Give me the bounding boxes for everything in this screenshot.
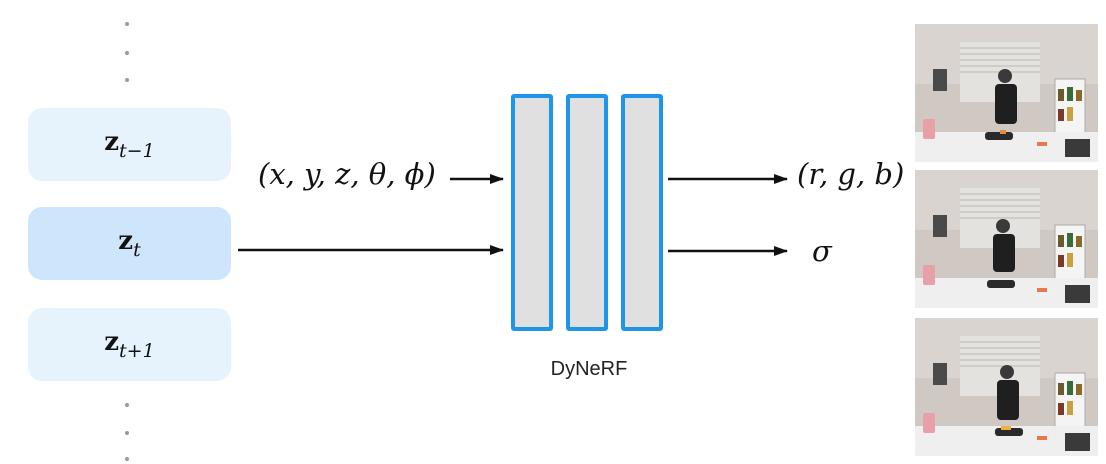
latent-code-label: zt bbox=[118, 226, 141, 261]
input-coordinates-label: (x, y, z, θ, ϕ) bbox=[258, 157, 436, 191]
ellipsis-dot-bottom-1 bbox=[125, 403, 129, 407]
latent-code-t-plus-1: zt+1 bbox=[28, 308, 231, 381]
video-frame-1 bbox=[915, 24, 1098, 162]
video-frame-2 bbox=[915, 170, 1098, 308]
kitchen-scene-image bbox=[915, 318, 1098, 456]
ellipsis-dot-top-3 bbox=[125, 78, 129, 82]
network-layer-2 bbox=[566, 94, 608, 331]
latent-code-t: zt bbox=[28, 207, 231, 280]
latent-code-label: zt+1 bbox=[104, 327, 155, 362]
latent-code-t-minus-1: zt−1 bbox=[28, 108, 231, 181]
network-layer-3 bbox=[621, 94, 663, 331]
ellipsis-dot-top-1 bbox=[125, 22, 129, 26]
density-output-label: σ bbox=[812, 234, 832, 268]
video-frame-3 bbox=[915, 318, 1098, 456]
ellipsis-dot-bottom-2 bbox=[125, 431, 129, 435]
ellipsis-dot-top-2 bbox=[125, 51, 129, 55]
color-output-label: (r, g, b) bbox=[797, 157, 905, 191]
kitchen-scene-image bbox=[915, 170, 1098, 308]
network-label: DyNeRF bbox=[550, 358, 628, 380]
kitchen-scene-image bbox=[915, 24, 1098, 162]
ellipsis-dot-bottom-3 bbox=[125, 457, 129, 461]
network-layer-1 bbox=[511, 94, 553, 331]
latent-code-label: zt−1 bbox=[104, 127, 155, 162]
